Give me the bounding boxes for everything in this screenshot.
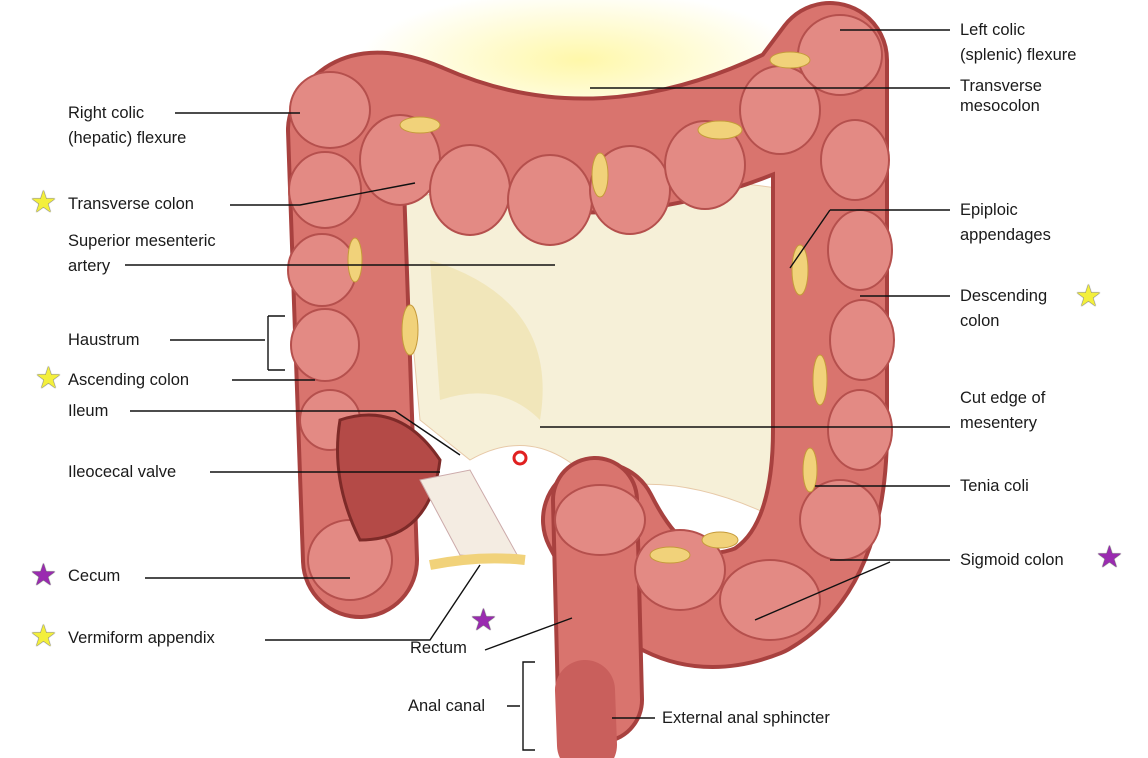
label-right-colic-flexure: Right colic (hepatic) flexure — [68, 101, 186, 151]
yellow-star-icon: ★ — [30, 620, 57, 653]
yellow-star-icon: ★ — [30, 186, 57, 219]
label-line: Descending — [960, 287, 1048, 305]
label-anal-canal: Anal canal — [408, 697, 486, 715]
label-line: mesocolon — [960, 97, 1040, 115]
label-line: Cut edge of — [960, 389, 1046, 407]
mesentery-shading — [430, 260, 543, 420]
label-vermiform-appendix: Vermiform appendix — [68, 629, 215, 647]
haustra — [287, 14, 895, 641]
label-sigmoid-colon: Sigmoid colon — [960, 551, 1064, 569]
label-external-anal-sphincter: External anal sphincter — [662, 709, 830, 727]
label-line: (splenic) flexure — [960, 46, 1077, 64]
label-line: mesentery — [960, 414, 1038, 432]
label-transverse-colon: Transverse colon — [68, 195, 194, 213]
label-ileocecal-valve: Ileocecal valve — [68, 463, 177, 481]
label-rectum: Rectum — [410, 639, 467, 657]
label-ascending-colon: Ascending colon — [68, 371, 190, 389]
purple-star-icon: ★ — [1096, 541, 1123, 574]
label-line: Transverse — [960, 77, 1042, 95]
label-superior-mesenteric-artery: Superior mesenteric artery — [68, 229, 216, 279]
leader-lines — [125, 29, 950, 751]
yellow-star-icon: ★ — [35, 362, 62, 395]
label-ileum: Ileum — [68, 402, 109, 420]
purple-star-icon: ★ — [470, 604, 497, 637]
label-epiploic-appendages: Epiploic appendages — [960, 198, 1051, 248]
label-line: colon — [960, 312, 1000, 330]
label-line: Superior mesenteric — [68, 232, 216, 250]
label-cut-edge-of-mesentery: Cut edge of mesentery — [960, 386, 1045, 436]
label-line: Right colic — [68, 104, 145, 122]
purple-star-icon: ★ — [30, 559, 57, 592]
label-line: Left colic — [960, 21, 1026, 39]
yellow-star-icon: ★ — [1075, 280, 1102, 313]
cecum-opening — [336, 413, 528, 570]
label-descending-colon: Descending colon — [960, 284, 1047, 334]
label-transverse-mesocolon: Transverse mesocolon — [960, 76, 1042, 116]
label-line: Epiploic — [960, 201, 1018, 219]
label-haustrum: Haustrum — [68, 331, 140, 349]
label-left-colic-flexure: Left colic (splenic) flexure — [960, 18, 1076, 68]
label-line: (hepatic) flexure — [68, 129, 187, 147]
label-line: artery — [68, 257, 111, 275]
label-tenia-coli: Tenia coli — [960, 477, 1029, 495]
label-line: appendages — [960, 226, 1051, 244]
epiploic-appendages — [347, 51, 828, 564]
label-cecum: Cecum — [68, 567, 121, 585]
